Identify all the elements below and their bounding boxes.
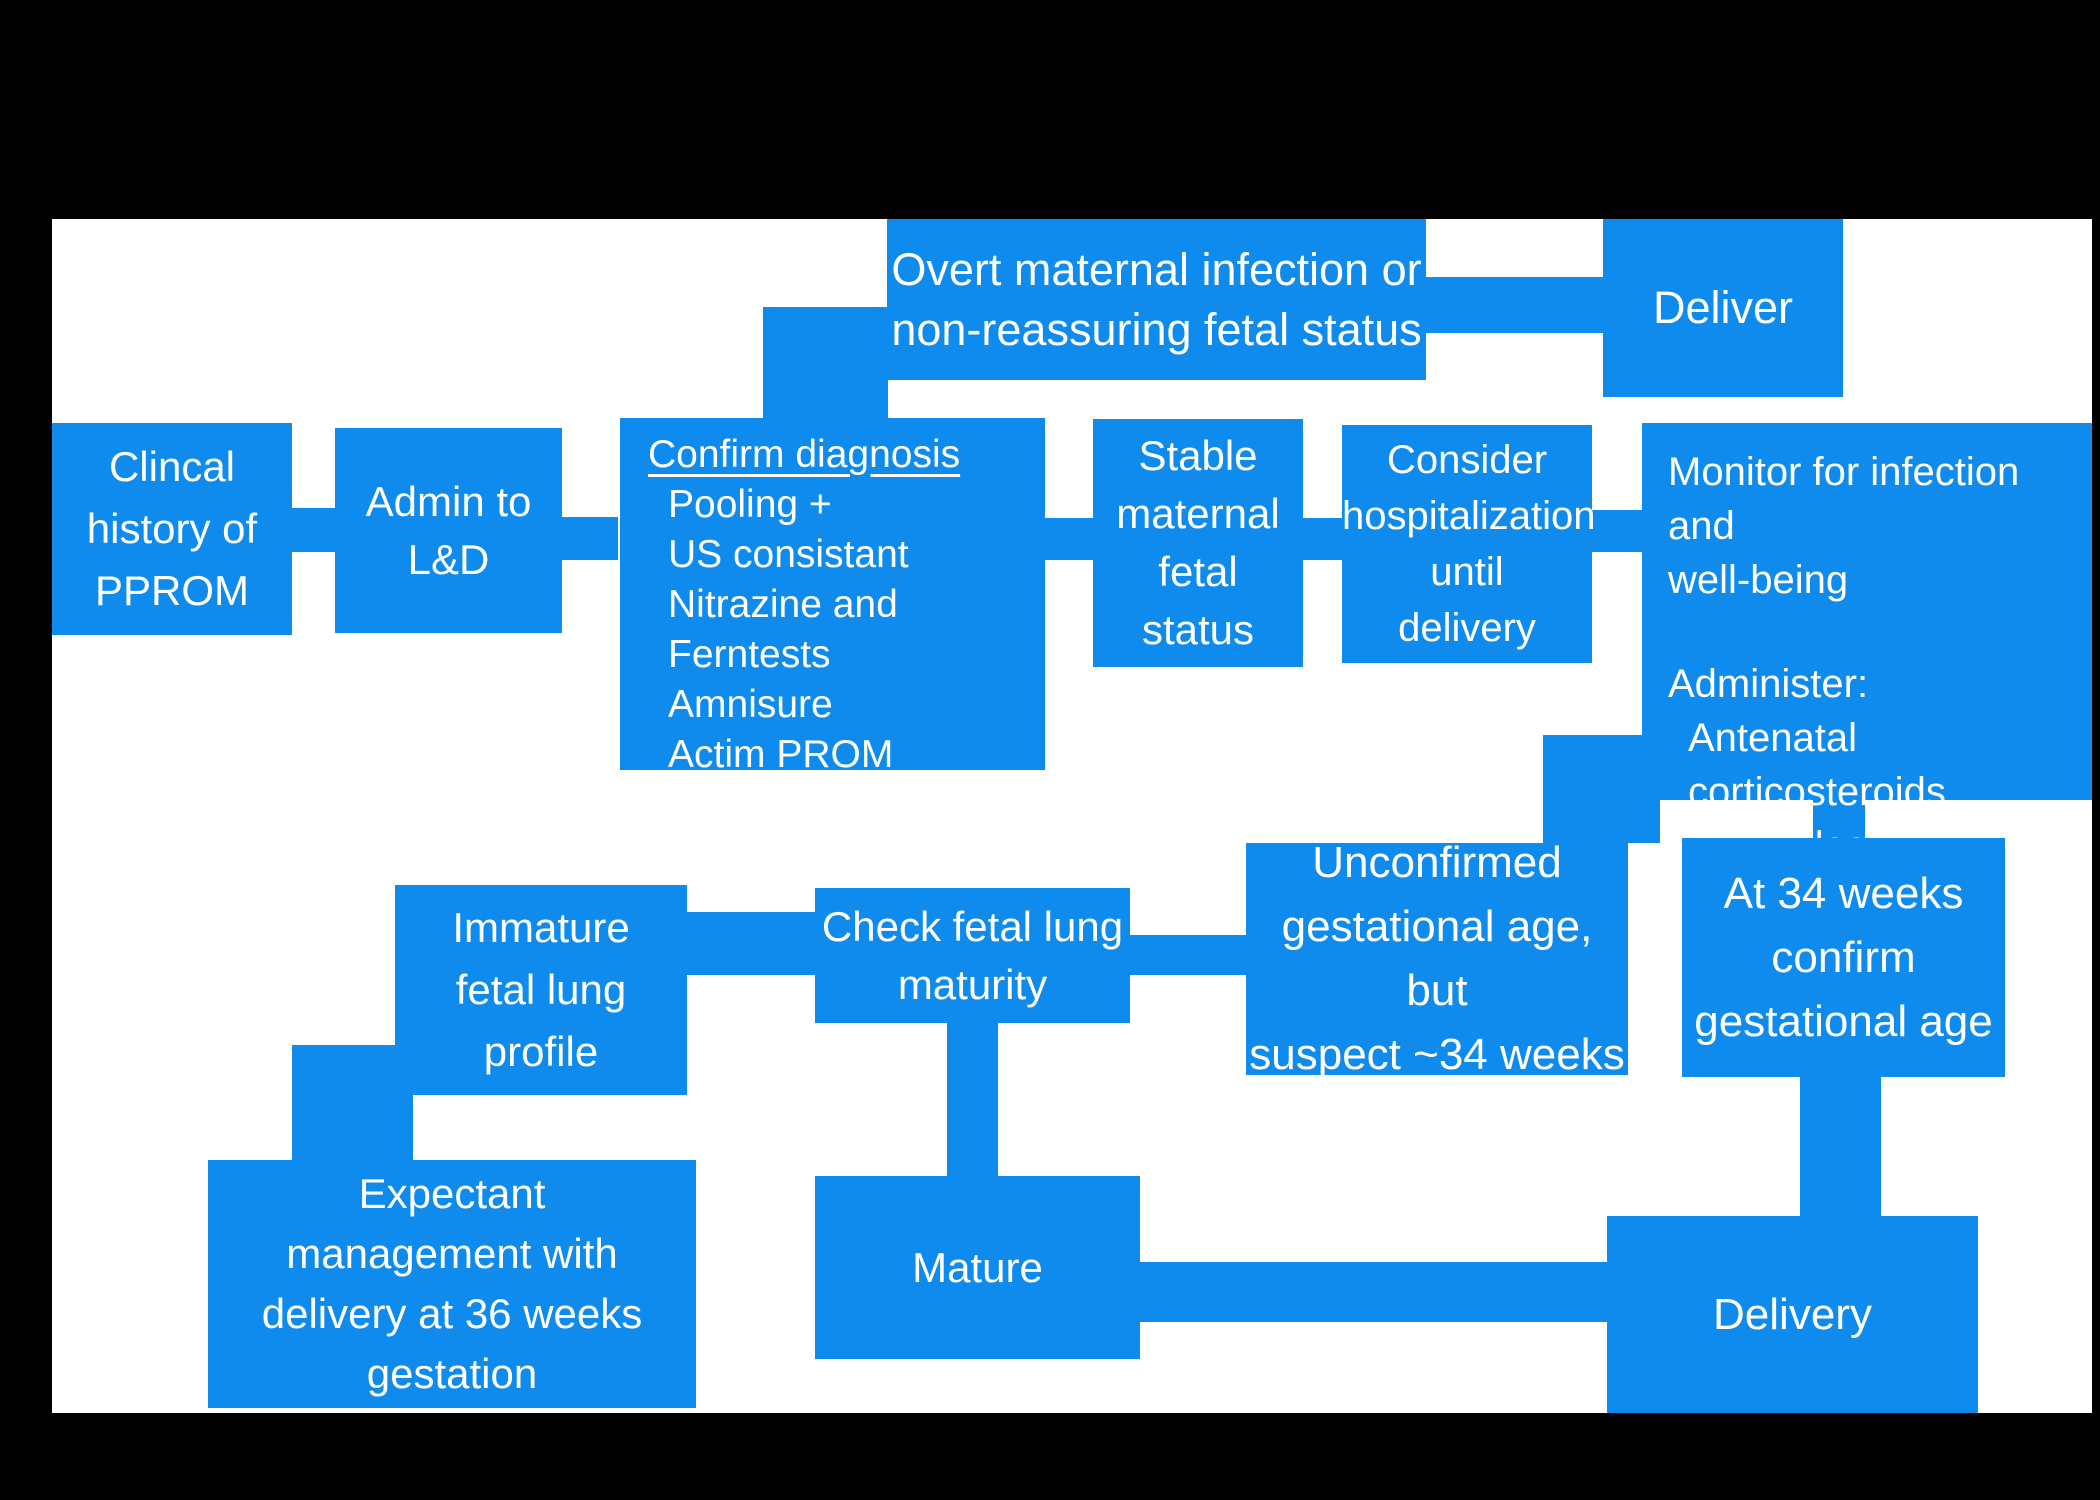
- node-text-line: suspect ~34 weeks: [1249, 1030, 1625, 1079]
- connector-consider-monitor: [1592, 510, 1642, 552]
- connector-immature-expectant: [292, 1045, 413, 1160]
- node-text-line: Deliver: [1652, 282, 1794, 333]
- node-text-line: profile: [483, 1028, 599, 1075]
- node-text-line: Unconfirmed: [1312, 838, 1562, 887]
- node-text-line: At 34 weeks: [1723, 868, 1964, 918]
- node-text-line: Mature: [912, 1243, 1043, 1291]
- connector-monitor-unconfirmed: [1543, 735, 1660, 843]
- node-text-line: Pooling +: [668, 483, 832, 526]
- node-unconfirmed-age: Unconfirmed gestational age, but suspect…: [1246, 838, 1628, 1079]
- node-delivery: Delivery: [1607, 1216, 1978, 1413]
- node-text-line: history of: [86, 505, 258, 552]
- node-clinical-history: Clincal history of PPROM: [52, 423, 292, 635]
- connector-at34-delivery: [1800, 1077, 1881, 1216]
- connector-unconfirmed-check: [1130, 935, 1246, 975]
- node-overt-infection: Overt maternal infection or non-reassuri…: [887, 219, 1426, 380]
- node-text-line: confirm: [1771, 932, 1916, 982]
- connector-mature-delivery: [1140, 1262, 1607, 1322]
- connector-check-mature: [947, 1023, 998, 1176]
- node-stable-status: Stable maternal fetal status: [1093, 419, 1303, 667]
- connector-stable-consider: [1303, 518, 1342, 560]
- node-text-line: Administer:: [1668, 662, 1869, 706]
- node-text-line: delivery at 36 weeks: [261, 1290, 643, 1337]
- node-text-line: maturity: [897, 960, 1048, 1008]
- node-text-line: Immature: [452, 904, 630, 951]
- node-confirm-diagnosis: Confirm diagnosis Pooling + US consistan…: [620, 418, 1045, 826]
- node-title: Confirm diagnosis: [648, 433, 961, 476]
- node-text-line: fetal: [1158, 548, 1238, 595]
- node-mature: Mature: [815, 1176, 1140, 1359]
- node-text-line: gestational age, but: [1281, 902, 1593, 1015]
- node-immature-lung: Immature fetal lung profile: [395, 885, 687, 1095]
- node-text-line: hospitalization: [1342, 494, 1596, 538]
- connector-confirm-overt: [763, 307, 888, 422]
- node-at-34-weeks: At 34 weeks confirm gestational age: [1682, 838, 2005, 1077]
- node-text-line: ROM Plus: [668, 783, 846, 826]
- node-text-line: non-reassuring fetal status: [891, 303, 1422, 355]
- node-text-line: gestational age: [1694, 996, 1993, 1046]
- node-text-line: management with: [286, 1230, 618, 1277]
- connector-overt-deliver: [1426, 277, 1603, 333]
- node-text-line: Amnisure: [668, 683, 833, 726]
- node-text-line: Monitor for infection and: [1668, 450, 2020, 548]
- node-text-line: Check fetal lung: [821, 902, 1124, 950]
- node-consider-hospitalization: Consider hospitalization until delivery: [1342, 425, 1596, 663]
- node-text-line: Delivery: [1713, 1289, 1872, 1339]
- node-text-line: delivery: [1398, 606, 1536, 650]
- node-text-line: Stable: [1138, 432, 1258, 479]
- connector-admin-confirm: [562, 517, 618, 560]
- node-text-line: US consistant: [668, 533, 909, 576]
- node-text-line: Antenatal corticosteroids: [1688, 716, 1946, 814]
- node-text-line: Nitrazine and Ferntests: [668, 583, 898, 676]
- node-text-line: Clincal: [108, 443, 236, 490]
- node-check-lung-maturity: Check fetal lung maturity: [815, 888, 1130, 1023]
- node-deliver: Deliver: [1603, 219, 1843, 397]
- node-text-line: fetal lung: [455, 966, 627, 1013]
- node-text-line: Admin to: [365, 477, 532, 525]
- connector-monitor-at34: [1813, 795, 1865, 843]
- node-text-line: Expectant: [358, 1170, 546, 1217]
- connector-confirm-stable: [1045, 518, 1093, 560]
- node-text-line: until: [1430, 550, 1504, 594]
- node-text-line: status: [1141, 606, 1255, 653]
- node-text-line: maternal: [1116, 490, 1280, 537]
- connector-check-immature: [687, 912, 815, 975]
- node-text-line: PPROM: [94, 567, 249, 614]
- node-text-line: Actim PROM: [668, 733, 894, 776]
- node-text-line: L&D: [407, 535, 490, 583]
- node-text-line: Overt maternal infection or: [891, 243, 1422, 295]
- connector-clinical-admin: [292, 508, 335, 552]
- node-admin-ld: Admin to L&D: [335, 428, 562, 633]
- node-expectant-management: Expectant management with delivery at 36…: [208, 1160, 696, 1408]
- node-text-line: Consider: [1386, 438, 1548, 482]
- node-monitor-infection: Monitor for infection and well-being Adm…: [1642, 423, 2092, 922]
- node-text-line: well-being: [1668, 558, 1849, 602]
- node-text-line: gestation: [366, 1350, 538, 1397]
